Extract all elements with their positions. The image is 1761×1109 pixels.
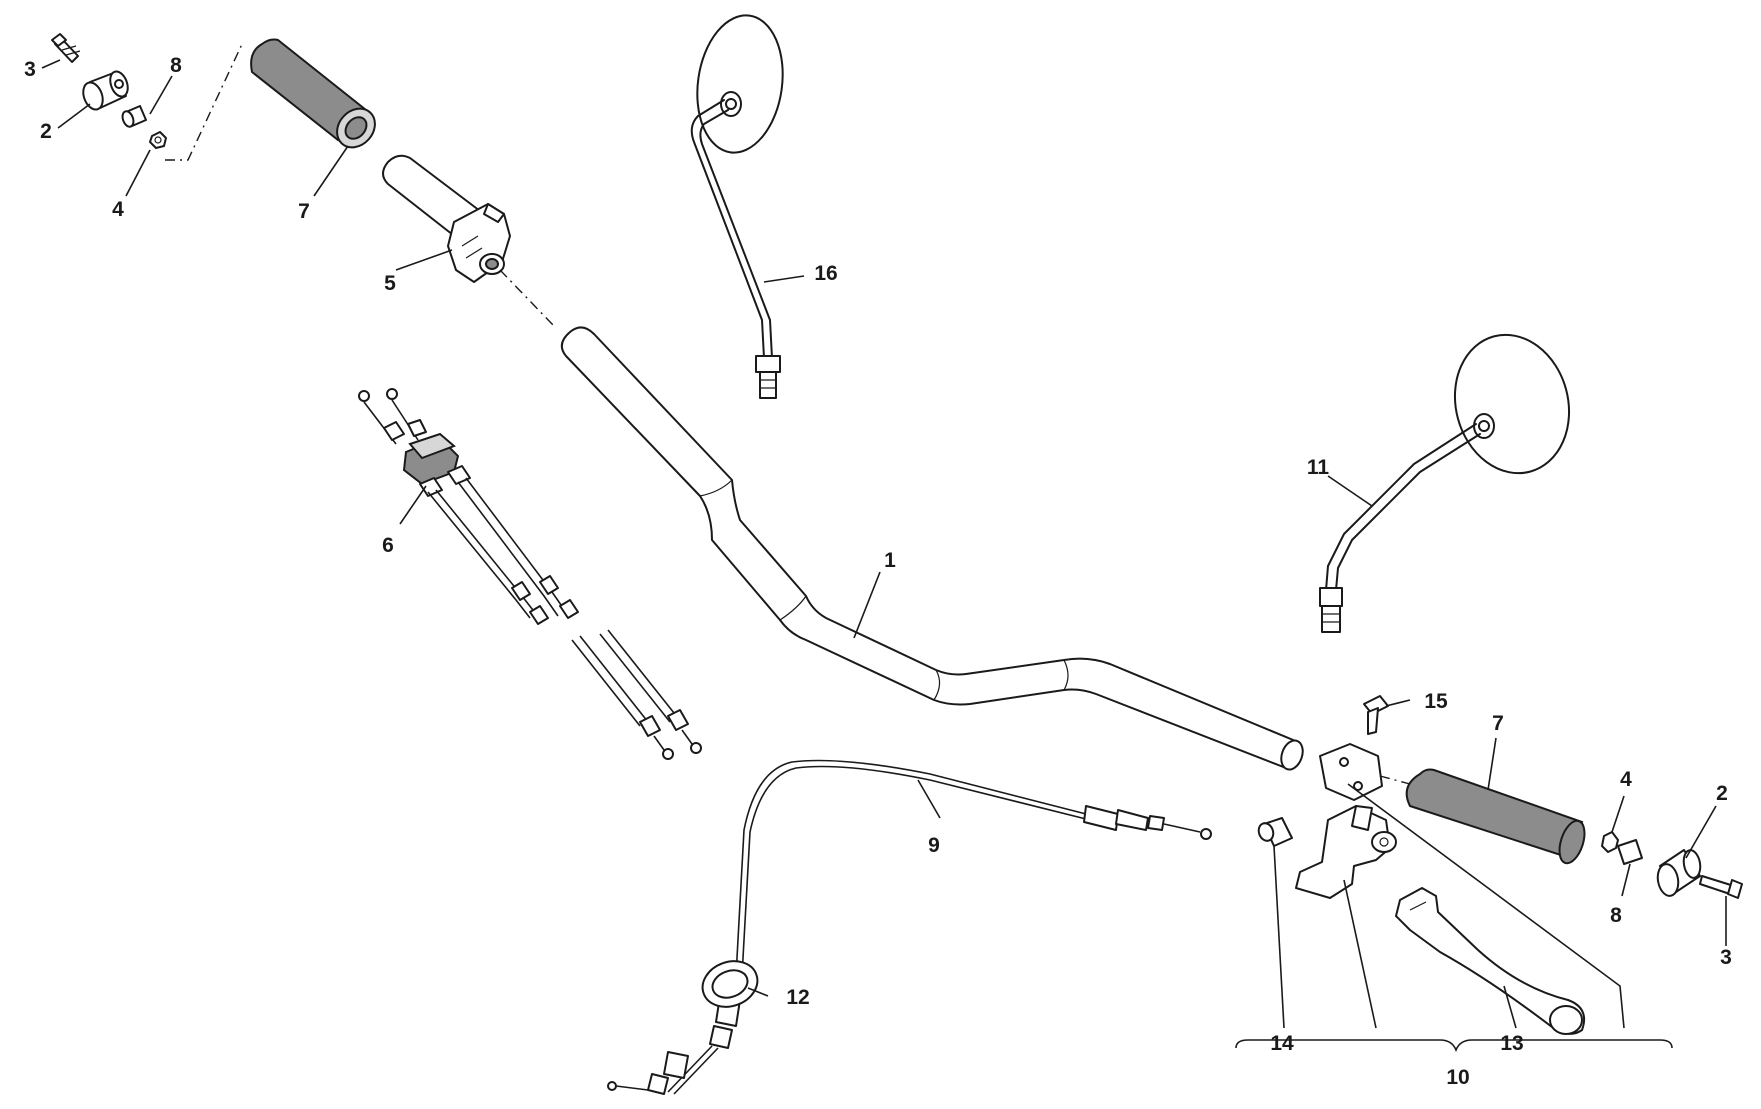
lever-pivot-sleeve: [1257, 817, 1293, 847]
throttle-cables: [358, 388, 702, 760]
callout-9: 9: [928, 834, 940, 857]
callout-3-left: 3: [24, 58, 36, 81]
callout-8-left: 8: [170, 54, 182, 77]
right-clamp-bolt: [1363, 695, 1389, 735]
left-nut: [149, 131, 167, 149]
right-nut: [1601, 831, 1619, 853]
callout-8-right: 8: [1610, 904, 1622, 927]
left-assembly-axis: [165, 41, 244, 161]
lever-bracket: [1295, 805, 1397, 899]
right-spacer: [1617, 839, 1643, 865]
callout-4-left: 4: [112, 198, 124, 221]
callout-14: 14: [1270, 1032, 1294, 1055]
clutch-lever: [1395, 887, 1586, 1035]
leader-lines: [41, 59, 1727, 1053]
cable-clip: [701, 960, 759, 1008]
throttle-housing: [447, 203, 511, 283]
right-bar-end-weight: [1656, 849, 1702, 897]
callout-5: 5: [384, 272, 396, 295]
callout-7-left: 7: [298, 200, 310, 223]
throttle-axis: [499, 269, 555, 327]
callouts: 1 2 2 3 3 4 4 5 6 7 7 8 8 9 10 11 12 13 …: [24, 54, 1732, 1089]
callout-3-right: 3: [1720, 946, 1732, 969]
left-bar-end-bolt: [51, 33, 81, 63]
callout-7-right: 7: [1492, 712, 1504, 735]
left-grip: [250, 38, 376, 149]
clutch-cable: [607, 759, 1212, 1095]
right-grip: [1405, 768, 1586, 865]
callout-13: 13: [1500, 1032, 1523, 1055]
callout-6: 6: [382, 534, 394, 557]
left-bar-end-weight: [82, 70, 129, 111]
handlebar-tube: [560, 326, 1304, 771]
left-spacer: [121, 105, 147, 128]
callout-15: 15: [1424, 690, 1448, 713]
callout-12: 12: [786, 986, 809, 1009]
callout-4-right: 4: [1620, 768, 1632, 791]
callout-10: 10: [1446, 1066, 1469, 1089]
callout-2-right: 2: [1716, 782, 1728, 805]
right-clamp: [1319, 743, 1383, 801]
right-bar-end-bolt: [1699, 875, 1743, 899]
right-mirror: [1319, 333, 1571, 633]
callout-16: 16: [814, 262, 837, 285]
right-assembly-axis: [1379, 775, 1411, 785]
callout-2-left: 2: [40, 120, 52, 143]
left-mirror: [690, 14, 784, 399]
callout-11: 11: [1307, 456, 1330, 479]
callout-1: 1: [884, 549, 896, 572]
